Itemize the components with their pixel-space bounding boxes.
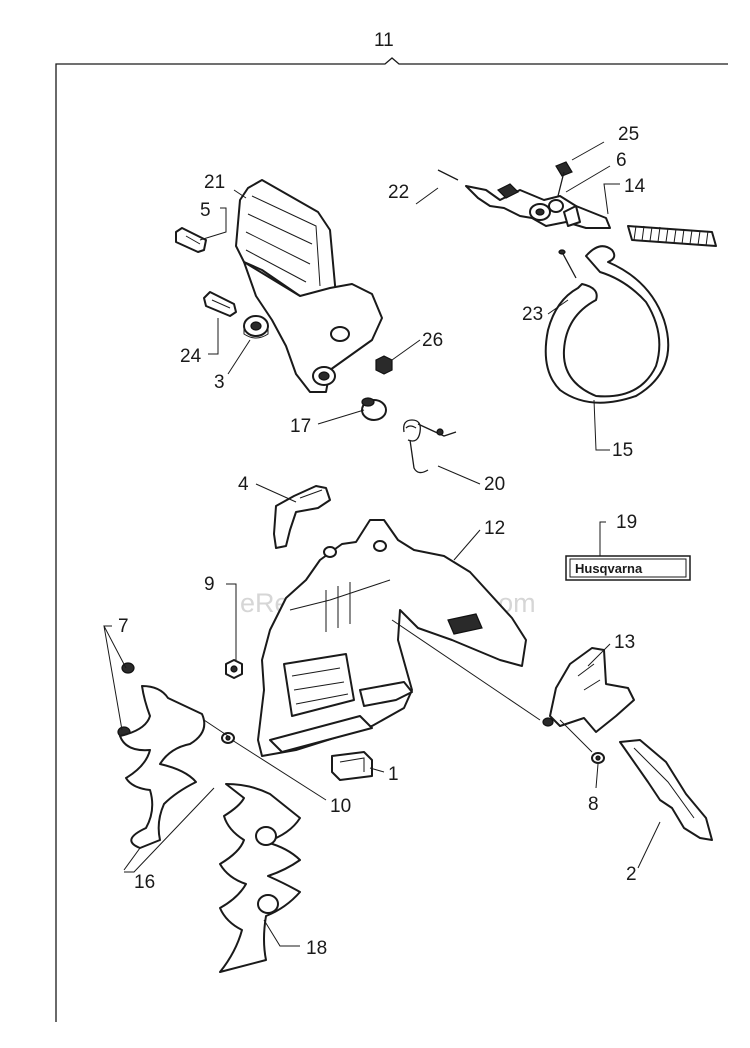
part-16-spike-bumper <box>119 685 206 849</box>
callout-13: 13 <box>614 632 635 653</box>
callout-22: 22 <box>388 182 409 203</box>
callout-19: 19 <box>616 512 637 533</box>
decal-brand-text: Husqvarna <box>575 561 643 576</box>
callout-6: 6 <box>616 150 627 171</box>
callout-16: 16 <box>134 872 155 893</box>
callout-20: 20 <box>484 474 505 495</box>
part-26-nut <box>375 355 393 375</box>
part-6-brake-lever <box>437 169 611 229</box>
part-12-chain-cover <box>257 519 527 757</box>
callout-14: 14 <box>624 176 646 197</box>
part-23-pin <box>558 249 577 279</box>
part-3-bushing <box>243 315 269 339</box>
callout-5: 5 <box>200 200 211 221</box>
callout-labels: 21 5 24 3 26 17 22 25 6 14 23 15 20 4 12… <box>118 124 646 959</box>
part-21-hand-guard <box>235 179 383 393</box>
part-25-screw <box>555 161 573 197</box>
part-17-bolt <box>361 397 387 421</box>
assembly-bracket <box>55 57 728 1022</box>
callout-15: 15 <box>612 440 633 461</box>
callout-25: 25 <box>618 124 639 145</box>
part-7-bolts <box>117 662 135 738</box>
part-18-spike-bumper <box>219 783 301 973</box>
callout-1: 1 <box>388 764 399 785</box>
part-8-screw <box>591 752 605 764</box>
part-20-spring <box>403 419 457 474</box>
part-24-screw <box>203 291 237 317</box>
assembly-label: 11 <box>374 30 394 51</box>
callout-10: 10 <box>330 796 351 817</box>
part-9-nut <box>225 659 243 679</box>
callout-24: 24 <box>180 346 202 367</box>
part-5-bolt <box>175 227 207 253</box>
callout-2: 2 <box>626 864 637 885</box>
callout-26: 26 <box>422 330 443 351</box>
part-2-plate <box>619 739 713 841</box>
part-14-spring <box>627 225 717 247</box>
callout-21: 21 <box>204 172 225 193</box>
callout-18: 18 <box>306 938 327 959</box>
callout-7: 7 <box>118 616 129 637</box>
callout-17: 17 <box>290 416 311 437</box>
part-4-clip <box>273 485 331 549</box>
part-15-brake-band <box>544 245 670 404</box>
part-1-block <box>331 751 373 781</box>
part-19-decal <box>565 555 691 581</box>
callout-12: 12 <box>484 518 505 539</box>
callout-3: 3 <box>214 372 225 393</box>
callout-8: 8 <box>588 794 599 815</box>
callout-9: 9 <box>204 574 215 595</box>
callout-4: 4 <box>238 474 249 495</box>
leader-lines <box>103 141 661 947</box>
part-10-nut <box>221 732 235 744</box>
part-13-guide-plate <box>542 647 635 733</box>
callout-23: 23 <box>522 304 543 325</box>
